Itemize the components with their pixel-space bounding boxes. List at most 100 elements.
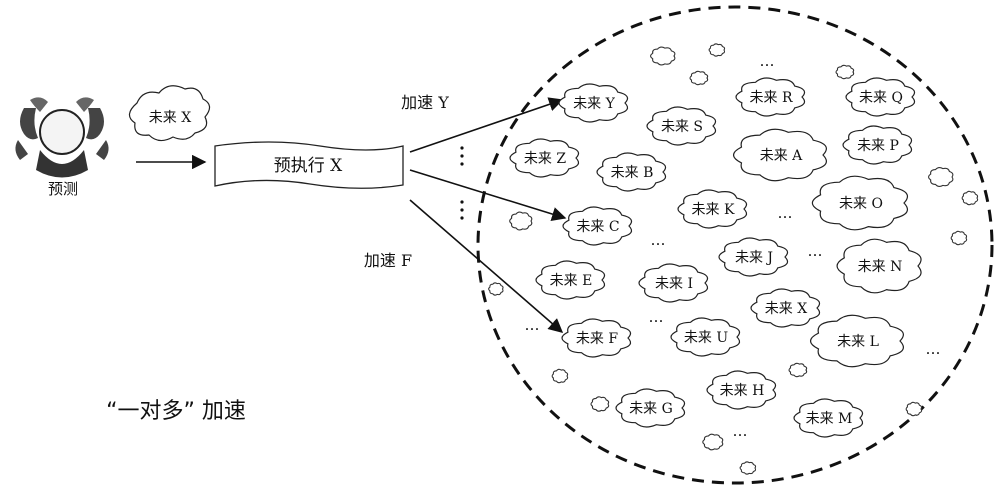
accel-y-arrow xyxy=(409,97,564,153)
small-cloud xyxy=(650,46,676,66)
ellipsis-mark: … xyxy=(760,52,775,70)
future-label-n: 未来 N xyxy=(858,259,903,275)
future-label-z: 未来 Z xyxy=(524,151,566,167)
future-label-c: 未来 C xyxy=(576,219,619,235)
future-label-g: 未来 G xyxy=(629,401,673,417)
cloud-shape xyxy=(561,318,632,358)
future-cloud-e: 未来 E xyxy=(535,260,606,300)
cloud-shape xyxy=(718,237,789,277)
pre-exec-box: 预执行 X xyxy=(214,141,404,189)
future-label-f: 未来 F xyxy=(576,331,618,347)
future-cloud-l: 未来 L xyxy=(809,314,904,368)
small-cloud xyxy=(739,461,757,475)
future-label-x: 未来 X xyxy=(765,301,807,317)
future-label-o: 未来 O xyxy=(839,196,883,212)
accel-y-label: 加速 Y xyxy=(401,93,449,112)
cloud-shape xyxy=(735,77,806,117)
cloud-shape xyxy=(670,317,741,357)
cloud-shape xyxy=(677,189,748,229)
ellipsis-marks: …………………… xyxy=(525,52,941,440)
vertical-ellipsis xyxy=(460,146,464,220)
future-cloud-q: 未来 Q xyxy=(845,77,916,117)
future-space-circle xyxy=(476,5,994,485)
small-cloud xyxy=(905,401,923,417)
future-label-s: 未来 S xyxy=(661,119,703,135)
future-cloud-o: 未来 O xyxy=(811,175,909,231)
small-cloud xyxy=(590,396,610,412)
future-label-l: 未来 L xyxy=(837,334,879,350)
future-label-m: 未来 M xyxy=(806,411,853,427)
future-label-h: 未来 H xyxy=(720,383,765,399)
accel-f-label: 加速 F xyxy=(364,251,412,270)
ellipsis-mark: … xyxy=(778,204,793,222)
cloud-shape xyxy=(562,206,633,246)
future-label-b: 未来 B xyxy=(611,165,654,181)
small-clouds xyxy=(488,43,979,475)
cloud-shape xyxy=(809,314,904,368)
accel-c-arrow xyxy=(409,169,567,222)
caption: “一对多” 加速 xyxy=(106,399,246,424)
small-cloud xyxy=(928,166,954,188)
accel-f-arrow xyxy=(409,199,564,333)
pre-exec-label: 预执行 X xyxy=(274,156,343,176)
future-cloud-b: 未来 B xyxy=(596,152,667,192)
future-x-cloud: 未来 X xyxy=(128,85,211,142)
future-cloud-k: 未来 K xyxy=(677,189,748,229)
future-cloud-y: 未来 Y xyxy=(558,83,629,123)
future-cloud-p: 未来 P xyxy=(842,125,913,165)
future-cloud-z: 未来 Z xyxy=(509,138,580,178)
future-label-q: 未来 Q xyxy=(859,90,903,106)
cloud-shape xyxy=(615,388,686,428)
ellipsis-mark: … xyxy=(649,308,664,326)
small-cloud xyxy=(551,368,569,384)
future-label-p: 未来 P xyxy=(857,138,899,154)
future-label-i: 未来 I xyxy=(655,276,693,292)
future-label-u: 未来 U xyxy=(684,330,728,346)
cloud-shape xyxy=(750,288,821,328)
cloud-shape xyxy=(638,263,709,303)
future-cloud-j: 未来 J xyxy=(718,237,789,277)
cloud-shape xyxy=(596,152,667,192)
future-cloud-x: 未来 X xyxy=(750,288,821,328)
future-cloud-n: 未来 N xyxy=(836,238,922,294)
future-cloud-i: 未来 I xyxy=(638,263,709,303)
small-cloud xyxy=(509,211,533,231)
ellipsis-mark: … xyxy=(808,242,823,260)
small-cloud xyxy=(961,190,979,206)
cloud-shape xyxy=(558,83,629,123)
future-cloud-f: 未来 F xyxy=(561,318,632,358)
future-label-r: 未来 R xyxy=(750,90,793,106)
predict-label: 预测 xyxy=(48,180,78,198)
cloud-shape xyxy=(811,175,909,231)
small-cloud xyxy=(950,230,968,246)
small-cloud xyxy=(788,362,808,378)
ellipsis-mark: … xyxy=(733,422,748,440)
future-x-label: 未来 X xyxy=(149,110,191,126)
small-cloud xyxy=(708,43,726,57)
future-cloud-c: 未来 C xyxy=(562,206,633,246)
future-cloud-m: 未来 M xyxy=(793,398,864,438)
small-cloud xyxy=(702,433,724,451)
future-cloud-g: 未来 G xyxy=(615,388,686,428)
cloud-shape xyxy=(836,238,922,294)
fortune-teller-icon xyxy=(15,97,109,178)
ellipsis-mark: … xyxy=(926,340,941,358)
future-cloud-h: 未来 H xyxy=(706,370,777,410)
cloud-shape xyxy=(732,128,827,182)
cloud-shape xyxy=(646,106,717,146)
cloud-shape xyxy=(845,77,916,117)
small-cloud xyxy=(488,282,504,296)
ellipsis-mark: … xyxy=(651,231,666,249)
future-label-j: 未来 J xyxy=(735,250,773,266)
cloud-shape xyxy=(842,125,913,165)
cloud-shape xyxy=(509,138,580,178)
future-cloud-s: 未来 S xyxy=(646,106,717,146)
future-label-k: 未来 K xyxy=(692,202,735,218)
small-cloud xyxy=(689,70,709,86)
future-cloud-a: 未来 A xyxy=(732,128,827,182)
future-cloud-r: 未来 R xyxy=(735,77,806,117)
future-cloud-u: 未来 U xyxy=(670,317,741,357)
future-label-e: 未来 E xyxy=(550,273,593,289)
future-clouds: 未来 Y 未来 Z 未来 B 未来 C 未来 E 未来 F 未来 G 未来 H 未来 I 未来 U… xyxy=(509,77,922,438)
